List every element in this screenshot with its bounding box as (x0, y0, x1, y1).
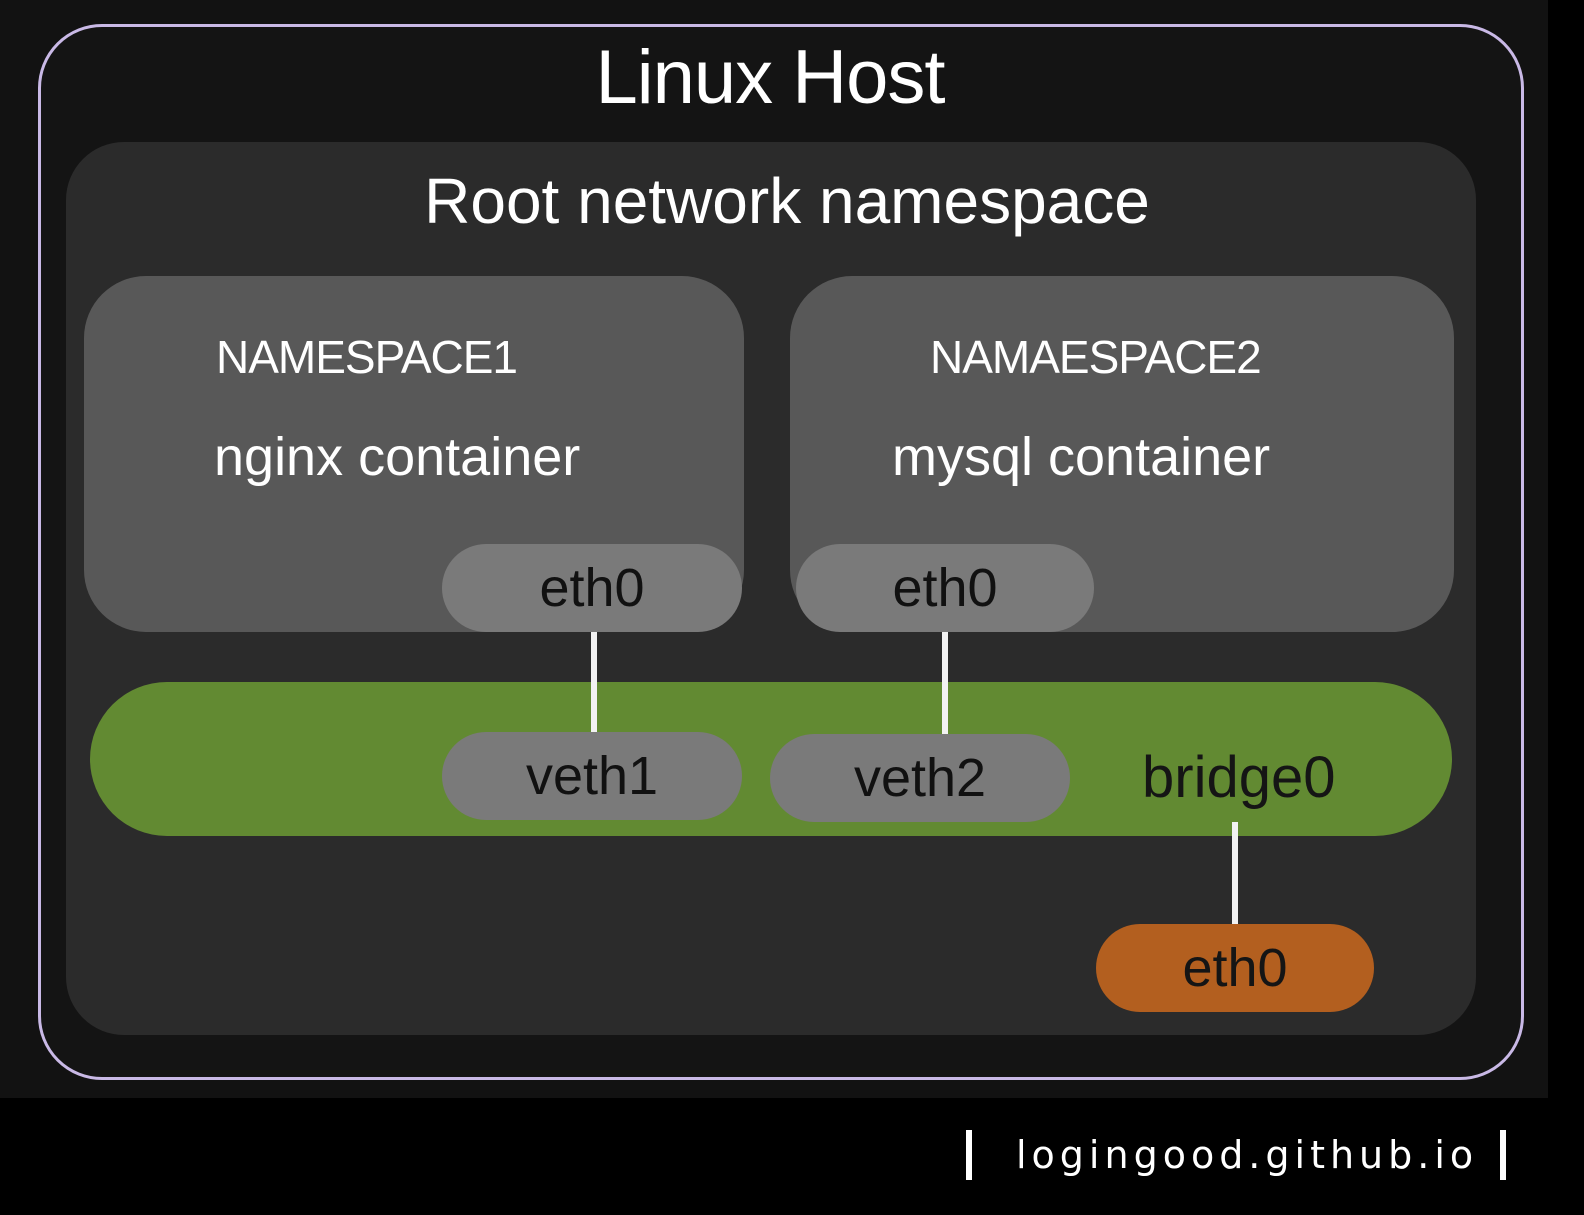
bridge0-box (90, 682, 1452, 836)
watermark-left-bar (966, 1130, 972, 1180)
watermark-right-bar (1500, 1130, 1506, 1180)
root-namespace-title: Root network namespace (424, 165, 1150, 237)
link-bridge0-host-eth0 (1232, 822, 1238, 926)
namespace2-eth0-interface: eth0 (796, 544, 1094, 632)
nginx-container-label: nginx container (214, 427, 581, 487)
veth2-interface: veth2 (770, 734, 1070, 822)
namespace2-label: NAMAESPACE2 (930, 331, 1262, 383)
mysql-container-label: mysql container (892, 427, 1271, 487)
linux-host-title: Linux Host (595, 35, 945, 120)
namespace1-label: NAMESPACE1 (216, 331, 518, 383)
namespace1-eth0-interface: eth0 (442, 544, 742, 632)
bridge0-label: bridge0 (1142, 745, 1336, 810)
veth1-interface: veth1 (442, 732, 742, 820)
watermark-text: logingood.github.io (1016, 1133, 1479, 1177)
link-eth0-veth2 (942, 630, 948, 734)
host-eth0-interface: eth0 (1096, 924, 1374, 1012)
link-eth0-veth1 (591, 630, 597, 734)
